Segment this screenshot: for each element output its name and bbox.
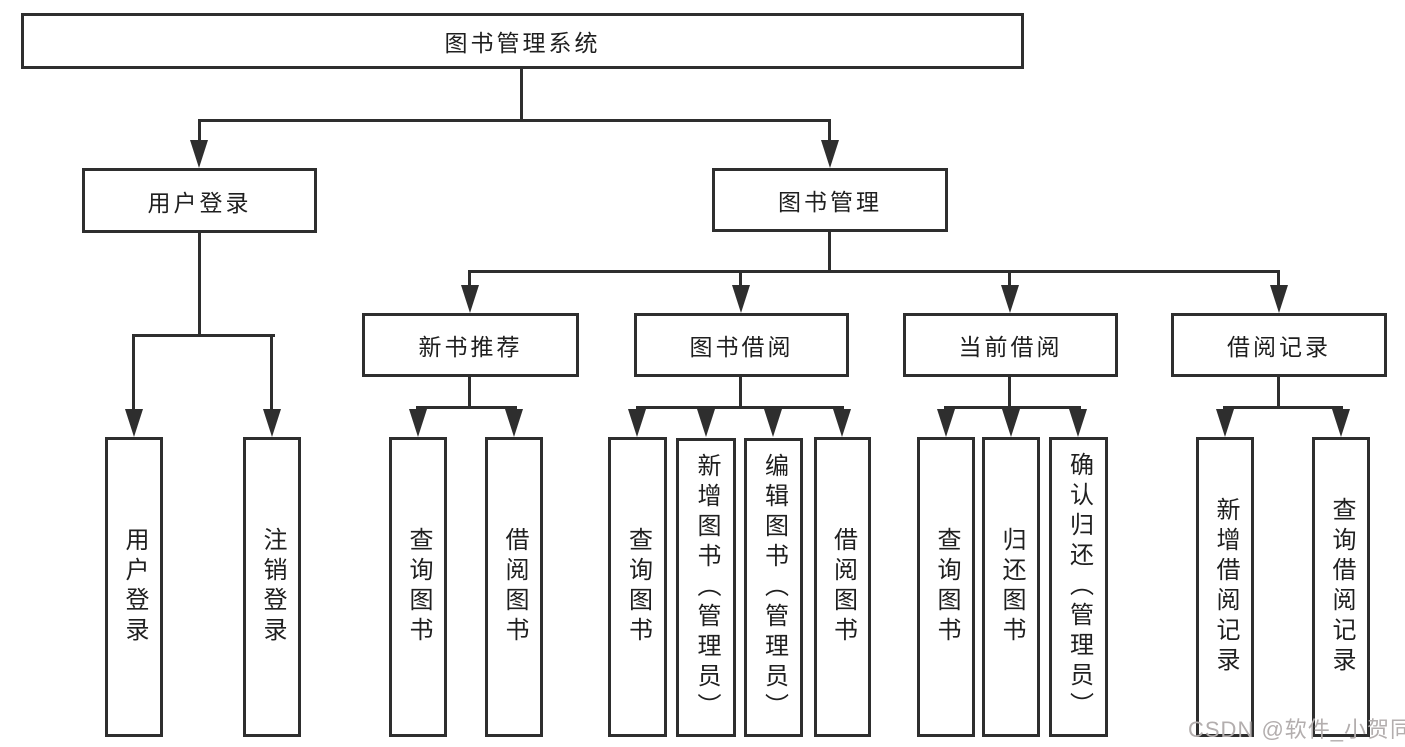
connector-bb-stem bbox=[739, 270, 742, 288]
leaf-logout: 注销登录 bbox=[243, 437, 301, 737]
arrow-down-icon bbox=[821, 140, 839, 168]
arrow-down-icon bbox=[1216, 409, 1234, 437]
leaf-bb-query-books: 查询图书 bbox=[608, 437, 667, 737]
arrow-down-icon bbox=[1069, 409, 1087, 437]
connector-user-login-stem bbox=[198, 119, 201, 143]
node-root: 图书管理系统 bbox=[21, 13, 1024, 69]
connector-ul-stem bbox=[198, 233, 201, 337]
connector-cb-hline bbox=[944, 406, 1081, 409]
node-book-management-label: 图书管理 bbox=[778, 189, 882, 215]
connector-ul-leaf1-stem bbox=[132, 334, 135, 412]
arrow-down-icon bbox=[937, 409, 955, 437]
connector-br-down bbox=[1277, 377, 1280, 409]
leaf-cb-return-books: 归还图书 bbox=[982, 437, 1040, 737]
arrow-down-icon bbox=[125, 409, 143, 437]
leaf-nbr-query-books: 查询图书 bbox=[389, 437, 447, 737]
leaf-cb-confirm-return-admin-label: 确认归还（管理员） bbox=[1065, 452, 1093, 722]
connector-br-hline bbox=[1223, 406, 1343, 409]
leaf-bb-add-books-admin: 新增图书（管理员） bbox=[676, 438, 736, 737]
leaf-nbr-query-books-label: 查询图书 bbox=[405, 527, 432, 647]
leaf-bb-borrow-books: 借阅图书 bbox=[814, 437, 871, 737]
node-current-borrowing-label: 当前借阅 bbox=[958, 334, 1063, 360]
leaf-bb-edit-books-admin-label: 编辑图书（管理员） bbox=[760, 452, 788, 723]
arrow-down-icon bbox=[628, 409, 646, 437]
leaf-br-query-record: 查询借阅记录 bbox=[1312, 437, 1370, 737]
leaf-bb-query-books-label: 查询图书 bbox=[624, 527, 652, 647]
connector-nbr-stem bbox=[468, 270, 471, 288]
arrow-down-icon bbox=[1332, 409, 1350, 437]
node-root-label: 图书管理系统 bbox=[444, 30, 601, 56]
leaf-br-query-record-label: 查询借阅记录 bbox=[1328, 497, 1355, 677]
node-borrowing-records-label: 借阅记录 bbox=[1227, 334, 1331, 360]
arrow-down-icon bbox=[732, 285, 750, 313]
node-book-borrowing-label: 图书借阅 bbox=[689, 334, 794, 360]
connector-ul-hline bbox=[132, 334, 275, 337]
leaf-br-add-record: 新增借阅记录 bbox=[1196, 437, 1254, 737]
arrow-down-icon bbox=[697, 409, 715, 437]
node-book-borrowing: 图书借阅 bbox=[634, 313, 849, 377]
leaf-cb-return-books-label: 归还图书 bbox=[998, 527, 1025, 647]
leaf-logout-label: 注销登录 bbox=[259, 527, 286, 647]
leaf-cb-confirm-return-admin: 确认归还（管理员） bbox=[1049, 437, 1108, 737]
csdn-watermark: CSDN @软件_小贺同学 bbox=[1188, 717, 1405, 742]
node-user-login-label: 用户登录 bbox=[147, 189, 252, 216]
arrow-down-icon bbox=[190, 140, 208, 168]
leaf-br-add-record-label: 新增借阅记录 bbox=[1212, 497, 1239, 677]
arrow-down-icon bbox=[833, 409, 851, 437]
node-book-management: 图书管理 bbox=[712, 168, 948, 232]
arrow-down-icon bbox=[1001, 285, 1019, 313]
leaf-user-login-label: 用户登录 bbox=[121, 527, 148, 647]
node-current-borrowing: 当前借阅 bbox=[903, 313, 1118, 377]
connector-book-mgmt-stem bbox=[828, 119, 831, 143]
leaf-nbr-borrow-books: 借阅图书 bbox=[485, 437, 543, 737]
arrow-down-icon bbox=[1002, 409, 1020, 437]
connector-root-hline bbox=[198, 119, 831, 122]
arrow-down-icon bbox=[461, 285, 479, 313]
leaf-bb-add-books-admin-label: 新增图书（管理员） bbox=[693, 452, 720, 723]
connector-nbr-down bbox=[468, 377, 471, 409]
connector-bb-down bbox=[739, 377, 742, 409]
node-new-book-recommend: 新书推荐 bbox=[362, 313, 579, 377]
connector-bm-hline bbox=[468, 270, 1280, 273]
arrow-down-icon bbox=[505, 409, 523, 437]
node-user-login: 用户登录 bbox=[82, 168, 317, 233]
connector-cb-stem bbox=[1008, 270, 1011, 288]
node-borrowing-records: 借阅记录 bbox=[1171, 313, 1387, 377]
arrow-down-icon bbox=[409, 409, 427, 437]
leaf-bb-borrow-books-label: 借阅图书 bbox=[829, 527, 857, 647]
connector-br-stem bbox=[1277, 270, 1280, 288]
arrow-down-icon bbox=[1270, 285, 1288, 313]
leaf-user-login: 用户登录 bbox=[105, 437, 163, 737]
connector-ul-leaf2-stem bbox=[270, 334, 273, 412]
leaf-bb-edit-books-admin: 编辑图书（管理员） bbox=[744, 438, 803, 737]
leaf-nbr-borrow-books-label: 借阅图书 bbox=[501, 527, 528, 647]
leaf-cb-query-books: 查询图书 bbox=[917, 437, 975, 737]
leaf-cb-query-books-label: 查询图书 bbox=[933, 527, 960, 647]
connector-root-stem bbox=[520, 69, 523, 121]
arrow-down-icon bbox=[263, 409, 281, 437]
connector-bb-hline bbox=[636, 406, 844, 409]
connector-nbr-hline bbox=[416, 406, 517, 409]
connector-cb-down bbox=[1008, 377, 1011, 409]
arrow-down-icon bbox=[764, 409, 782, 437]
node-new-book-recommend-label: 新书推荐 bbox=[418, 334, 523, 360]
connector-bm-stem bbox=[828, 232, 831, 273]
